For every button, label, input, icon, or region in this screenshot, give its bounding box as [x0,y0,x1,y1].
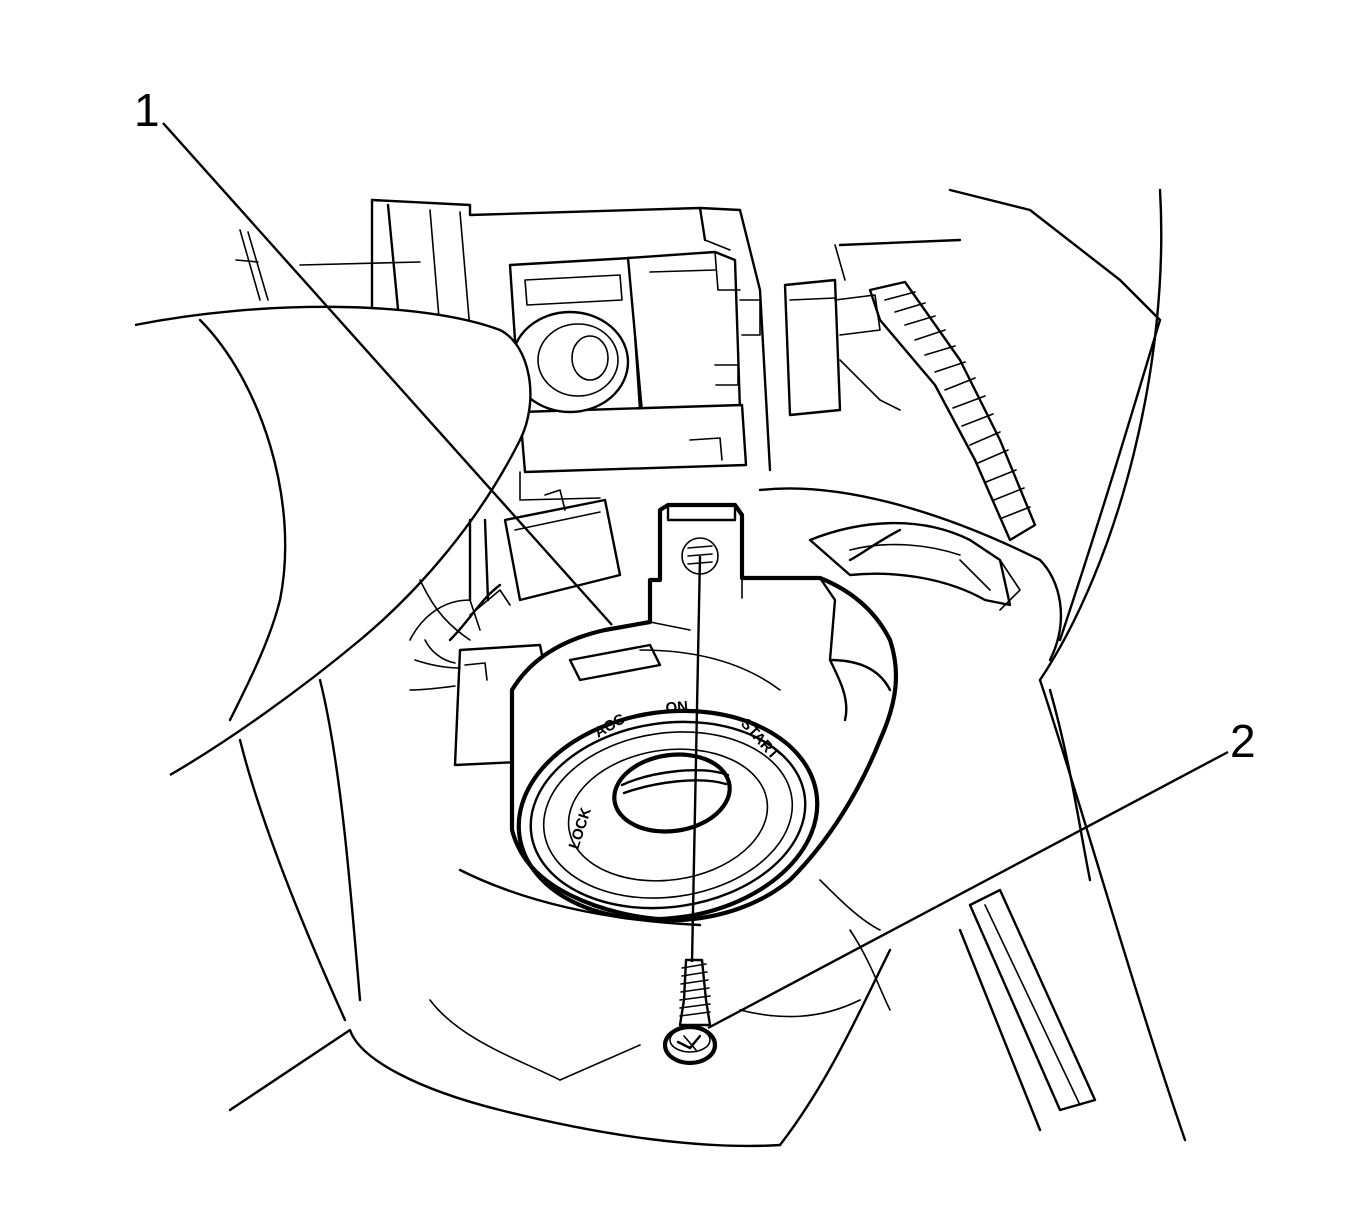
callout-1-leader [162,122,613,626]
wiring-harness [783,244,1037,542]
steering-column-bracket [235,198,962,472]
callout-2-leader [707,750,1229,1030]
callout-2-label: 2 [1230,715,1256,767]
lower-column-cover [228,678,892,1148]
callout-2: 2 [707,715,1256,1030]
switch-side-bracket [758,487,1063,662]
callout-1: 1 [134,84,613,626]
callout-1-label: 1 [134,84,160,136]
mounting-screw [662,958,718,1066]
key-slot [612,752,732,834]
right-column-shroud [948,188,1187,1142]
mounting-plate [448,489,622,642]
screw-axis-line [690,555,702,963]
position-label-on: ON [665,698,689,717]
lock-cylinder-bezel [516,708,820,922]
